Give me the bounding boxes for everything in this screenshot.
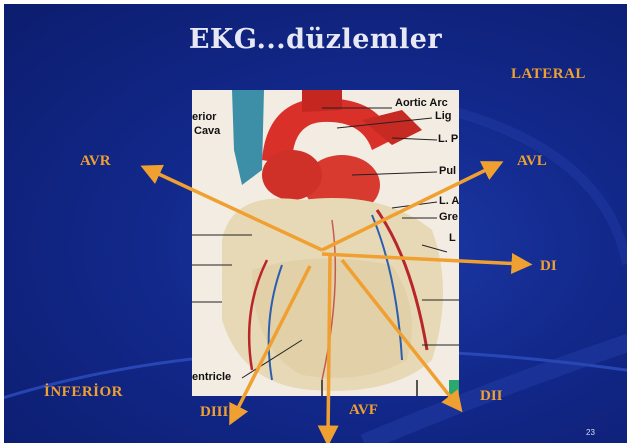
heart-label-gre: Gre: [439, 212, 458, 223]
slide: EKG...düzlemler: [4, 4, 627, 443]
heart-label-entricle: entricle: [192, 372, 231, 383]
heart-illustration: Aortic Arc Lig L. P Pul L. A Gre L erior…: [192, 90, 459, 396]
lead-label-avr: AVR: [80, 153, 111, 170]
heart-label-l-p: L. P: [438, 134, 458, 145]
heart-label-erior: erior: [192, 112, 216, 123]
lead-label-diii: DIII: [200, 404, 228, 421]
lead-label-avf: AVF: [349, 402, 378, 419]
heart-label-pul: Pul: [439, 166, 456, 177]
heart-label-l: L: [449, 233, 456, 244]
lead-label-lateral: LATERAL: [511, 66, 586, 83]
lead-label-avl: AVL: [517, 153, 547, 170]
heart-label-cava: Cava: [194, 126, 220, 137]
page-number: 23: [586, 428, 595, 437]
heart-label-aortic-arch: Aortic Arc: [395, 98, 448, 109]
heart-label-l-a: L. A: [439, 196, 459, 207]
heart-label-lig: Lig: [435, 111, 452, 122]
lead-label-inferior: İNFERİOR: [44, 384, 123, 401]
lead-label-dii: DII: [480, 388, 503, 405]
slide-title: EKG...düzlemler: [4, 24, 627, 55]
lead-label-di: DI: [540, 258, 557, 275]
